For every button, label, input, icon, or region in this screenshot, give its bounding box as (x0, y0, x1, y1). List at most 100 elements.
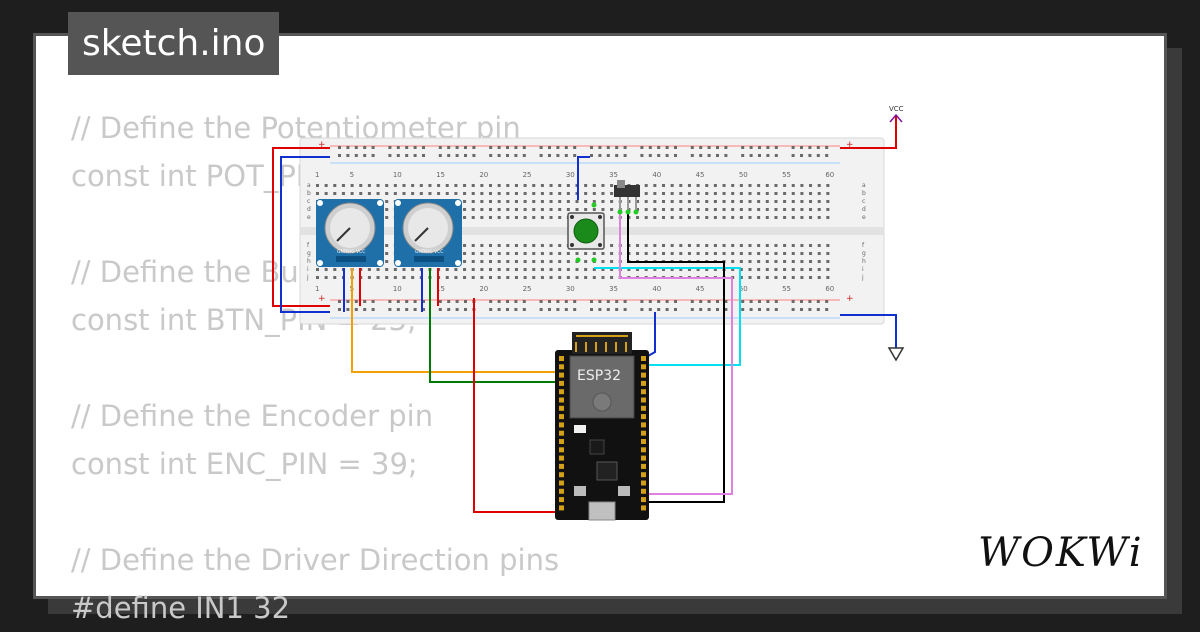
esp32-pin (559, 472, 564, 478)
breadboard-hole (376, 268, 380, 271)
breadboard-hole (522, 308, 526, 311)
column-number: 10 (393, 171, 402, 179)
breadboard-hole (765, 260, 769, 263)
breadboard-hole (679, 244, 683, 247)
breadboard-hole (657, 308, 661, 311)
breadboard-hole (601, 184, 605, 187)
breadboard-hole (765, 192, 769, 195)
pot2-pin-gnd: GND (415, 249, 426, 255)
breadboard-hole (610, 184, 614, 187)
breadboard-hole (454, 276, 458, 279)
breadboard-hole (338, 308, 341, 311)
potentiometer-2: GND SIG VCC (394, 199, 462, 267)
breadboard-hole (385, 252, 389, 255)
esp32-pin (641, 414, 646, 420)
breadboard-hole (489, 276, 492, 279)
breadboard-hole (610, 260, 614, 263)
breadboard-hole (636, 200, 640, 203)
code-line: // Define the Driver Direction pins (71, 543, 560, 577)
breadboard-hole (411, 276, 415, 279)
breadboard-hole (471, 184, 475, 187)
breadboard-hole (506, 268, 510, 271)
breadboard-hole (367, 184, 371, 187)
breadboard-hole (826, 208, 830, 211)
column-number: 20 (479, 285, 488, 293)
breadboard-hole (653, 192, 657, 195)
breadboard-hole (610, 216, 614, 219)
breadboard-hole (783, 184, 787, 187)
breadboard-hole (592, 200, 596, 203)
breadboard-hole (549, 216, 553, 219)
rail-plus-label-right: + (846, 140, 854, 150)
breadboard-hole (371, 300, 375, 303)
esp32-pin (641, 372, 646, 378)
breadboard-hole (657, 154, 661, 157)
breadboard-hole (713, 268, 717, 271)
breadboard-hole (413, 146, 417, 149)
breadboard-hole (338, 146, 341, 149)
breadboard-hole (438, 308, 442, 311)
breadboard-hole (523, 192, 527, 195)
breadboard-hole (489, 184, 492, 187)
column-number: 5 (350, 171, 354, 179)
breadboard-hole (422, 308, 425, 311)
breadboard-hole (739, 200, 743, 203)
breadboard-hole (497, 308, 501, 311)
breadboard-hole (464, 154, 467, 157)
breadboard-hole (346, 146, 350, 149)
breadboard-hole (324, 184, 328, 187)
breadboard-hole (606, 308, 610, 311)
breadboard-hole (346, 154, 350, 157)
breadboard-hole (687, 252, 691, 255)
breadboard-hole (464, 308, 467, 311)
breadboard-hole (558, 276, 562, 279)
breadboard-hole (556, 300, 560, 303)
breadboard-hole (480, 244, 484, 247)
breadboard-hole (532, 200, 536, 203)
breadboard-hole (472, 146, 476, 149)
breadboard-hole (610, 244, 614, 247)
breadboard-hole (816, 146, 820, 149)
breadboard-hole (800, 252, 804, 255)
breadboard-hole (480, 268, 484, 271)
breadboard-hole (739, 244, 743, 247)
breadboard-hole (371, 154, 375, 157)
breadboard-hole (679, 252, 683, 255)
esp32-pin (559, 397, 564, 403)
breadboard-hole (817, 184, 821, 187)
breadboard-hole (809, 192, 813, 195)
column-number: 15 (436, 171, 445, 179)
esp32-pin (641, 480, 646, 486)
breadboard-hole (791, 184, 795, 187)
breadboard-hole (497, 146, 501, 149)
breadboard-hole (601, 260, 605, 263)
breadboard-hole (411, 192, 415, 195)
breadboard-hole (556, 308, 560, 311)
breadboard-hole (396, 154, 400, 157)
row-letter: c (862, 198, 865, 205)
breadboard-hole (817, 208, 821, 211)
breadboard-hole (601, 276, 605, 279)
breadboard-hole (615, 308, 619, 311)
breadboard-hole (636, 252, 640, 255)
breadboard-hole (489, 308, 493, 311)
breadboard-hole (566, 252, 570, 255)
breadboard-hole (713, 200, 717, 203)
breadboard-hole (817, 244, 821, 247)
breadboard-hole (540, 216, 544, 219)
breadboard-hole (739, 216, 743, 219)
pot2-pin-vcc: VCC (434, 249, 443, 255)
breadboard-hole (514, 244, 518, 247)
breadboard-hole (826, 276, 830, 279)
breadboard-hole (722, 216, 726, 219)
breadboard-hole (385, 184, 389, 187)
breadboard-hole (463, 200, 467, 203)
rail-plus-label-bottom-right: + (846, 294, 854, 304)
breadboard-hole (696, 208, 700, 211)
breadboard-hole (592, 208, 596, 211)
breadboard-hole (598, 146, 602, 149)
breadboard-hole (748, 200, 752, 203)
breadboard-hole (724, 154, 728, 157)
esp32-board: ESP32 (555, 332, 649, 521)
breadboard-hole (428, 192, 432, 195)
